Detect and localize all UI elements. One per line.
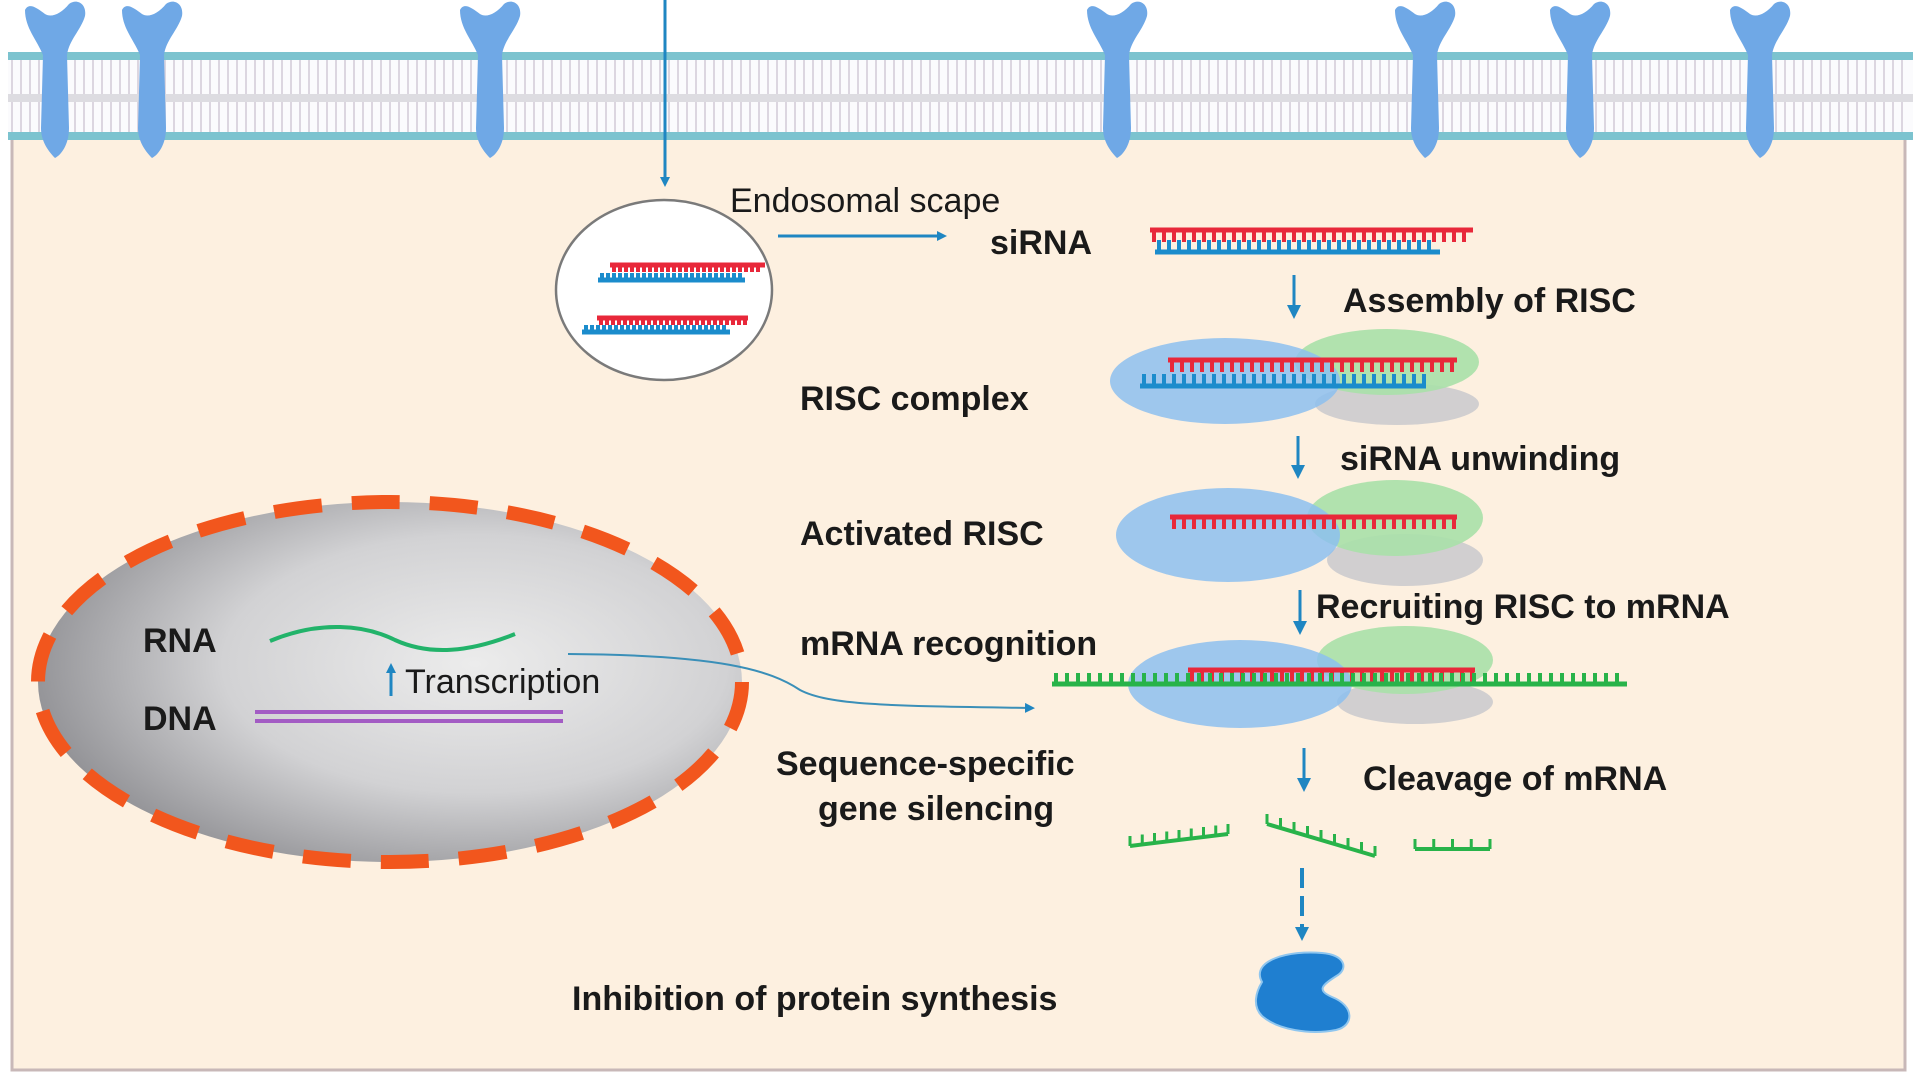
- risc-mrna-complex: [1052, 626, 1627, 728]
- receptor-icon: [25, 1, 86, 159]
- rna-strand: [269, 625, 516, 653]
- dna-label: DNA: [143, 700, 217, 738]
- sirna-duplex: [1150, 227, 1473, 255]
- endosome: [554, 198, 774, 382]
- nucleus: RNA Transcription DNA: [31, 495, 749, 869]
- receptor-icon: [1730, 1, 1791, 159]
- endosomal-escape-label: Endosomal scape: [730, 182, 1000, 220]
- sirna-label: siRNA: [990, 224, 1092, 262]
- mrna-recognition-label: mRNA recognition: [800, 625, 1097, 663]
- receptor-icon: [1395, 1, 1456, 159]
- risc-subunit-gray: [1315, 383, 1479, 425]
- endosome-sirna-duplex: [582, 315, 748, 335]
- cleavage-label: Cleavage of mRNA: [1363, 760, 1667, 798]
- cleaved-mrna-fragments: [1128, 814, 1492, 858]
- recruiting-label: Recruiting RISC to mRNA: [1316, 588, 1730, 626]
- mrna-export-arrow: [567, 653, 1035, 713]
- membrane-receptors: [25, 1, 1791, 159]
- rna-label: RNA: [143, 622, 217, 660]
- risc-subunit-blue: [1116, 488, 1340, 582]
- transcription-label: Transcription: [405, 663, 600, 701]
- receptor-icon: [1550, 1, 1611, 159]
- endosome-sirna-duplex: [598, 262, 765, 283]
- receptor-icon: [122, 1, 183, 159]
- assembly-label: Assembly of RISC: [1343, 282, 1636, 320]
- unwinding-label: siRNA unwinding: [1340, 440, 1620, 478]
- risc-complex-label: RISC complex: [800, 380, 1029, 418]
- receptor-icon: [1087, 1, 1148, 159]
- receptor-icon: [460, 1, 521, 159]
- silencing-label-line2: gene silencing: [818, 790, 1054, 828]
- protein-icon: [1255, 951, 1351, 1033]
- cell-membrane: [8, 52, 1913, 140]
- activated-risc-label: Activated RISC: [800, 515, 1044, 553]
- activated-risc: [1116, 480, 1483, 586]
- inhibition-label: Inhibition of protein synthesis: [572, 980, 1057, 1018]
- risc-complex: [1110, 329, 1479, 425]
- silencing-label-line1: Sequence-specific: [776, 745, 1075, 783]
